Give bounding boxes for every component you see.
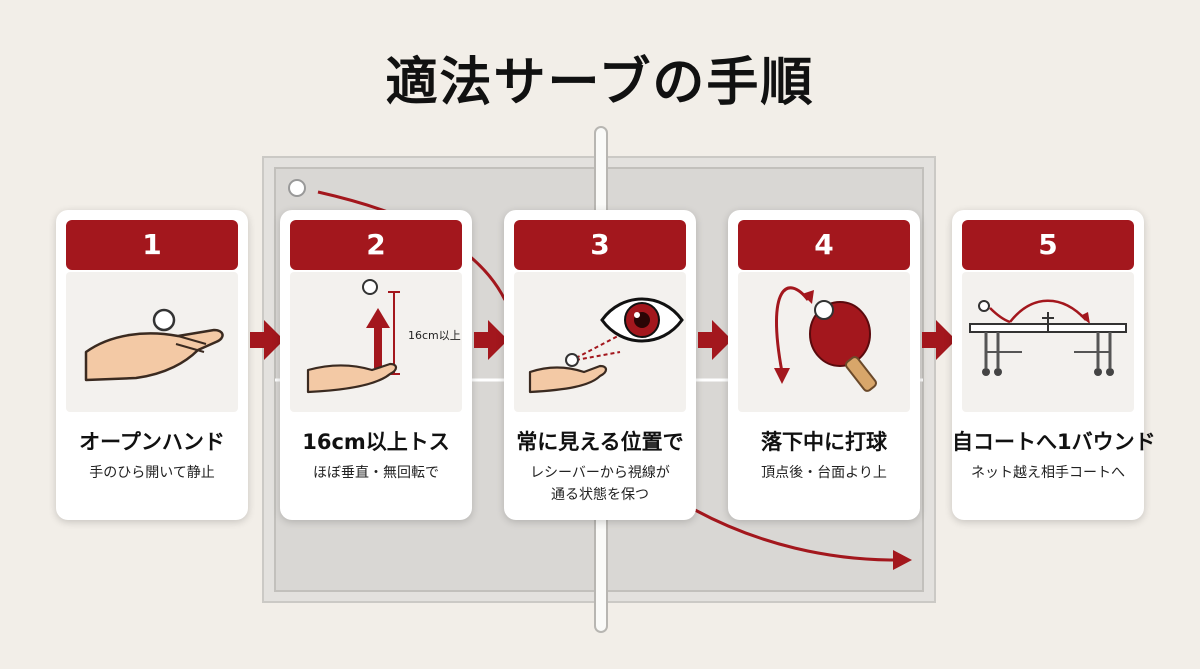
step-number: 3 (514, 220, 686, 270)
step-card-2: 2 16cm以上 16cm以上トス ほぼ垂直・無回転で (280, 210, 472, 520)
eye-icon (528, 297, 684, 394)
arrow-right-icon (922, 320, 956, 360)
paddle-strike-icon (774, 286, 877, 392)
arrow-right-icon (698, 320, 732, 360)
step-title: 落下中に打球 (761, 430, 887, 454)
step-title: オープンハンド (79, 430, 225, 454)
toss-up-icon: 16cm以上 (306, 279, 461, 394)
table-bounce-icon (969, 299, 1127, 376)
step-title: 自コートへ1バウンド (952, 430, 1156, 454)
step-description: ネット越え相手コートへ (971, 465, 1125, 481)
step-illustration (738, 272, 910, 412)
step-description: 手のひら開いて静止 (89, 465, 215, 481)
step-number: 1 (66, 220, 238, 270)
arrow-right-icon (474, 320, 508, 360)
step-illustration: 16cm以上 (290, 272, 462, 412)
step-illustration (514, 272, 686, 412)
toss-height-label: 16cm以上 (408, 329, 461, 342)
step-title: 16cm以上トス (302, 430, 450, 454)
step-number: 4 (738, 220, 910, 270)
step-title: 常に見える位置で (516, 430, 684, 454)
page-title: 適法サーブの手順 (385, 53, 815, 113)
step-number: 2 (290, 220, 462, 270)
step-description: ほぼ垂直・無回転で (313, 465, 439, 481)
arrow-right-icon (250, 320, 284, 360)
open-palm-ball-icon (84, 308, 224, 382)
step-card-3: 3 常に見える位置で レシーバーから視線が 通る状態を保つ (504, 210, 696, 520)
step-illustration (962, 272, 1134, 412)
trajectory-curve-end (694, 508, 896, 562)
step-number: 5 (962, 220, 1134, 270)
step-description: 頂点後・台面より上 (761, 465, 887, 481)
step-card-4: 4 落下中に打球 頂点後・台面より上 (728, 210, 920, 520)
trajectory-arrowhead (893, 550, 912, 570)
step-card-5: 5 自コートへ1バウンド ネット越え相手コートへ (952, 210, 1156, 520)
ball-start-icon (288, 179, 306, 197)
step-description: レシーバーから視線が 通る状態を保つ (530, 465, 670, 503)
step-illustration (66, 272, 238, 412)
step-card-1: 1 オープンハンド 手のひら開いて静止 (56, 210, 248, 520)
